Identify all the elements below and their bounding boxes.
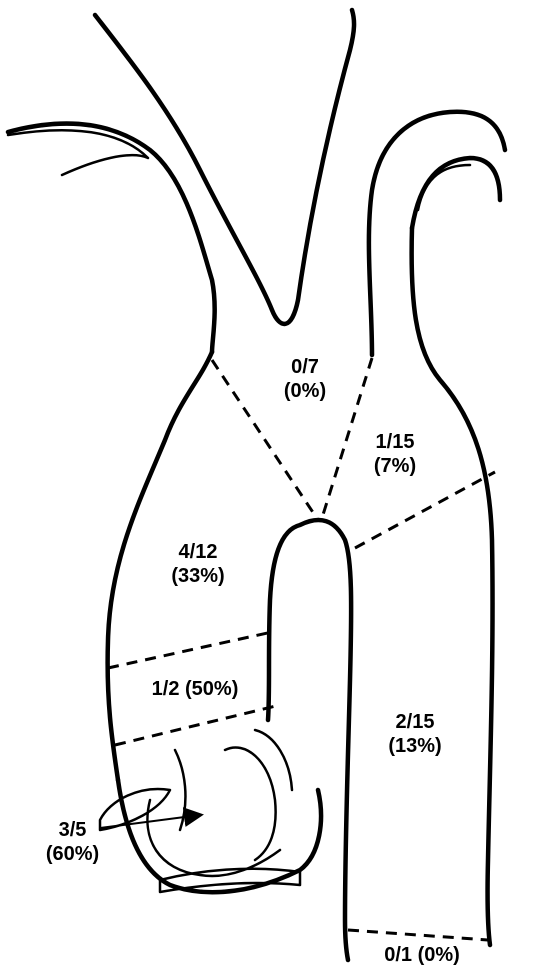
label-ascending-lower-zone: 1/2 (50%) [140,677,250,701]
root-arrow [100,815,200,828]
valve-leaflet-3 [225,747,276,860]
right-branch-inner-2 [418,165,470,210]
valve-leaflet-2 [147,800,280,876]
label-fraction: 1/15 [365,430,425,454]
label-fraction: 0/1 (0%) [372,943,472,967]
label-fraction: 0/7 [275,355,335,379]
right-branch-inner [412,158,500,228]
label-arch-zone: 1/15 (7%) [365,430,425,478]
divider-asc-lower-2 [115,705,280,745]
label-percent: (7%) [365,454,425,478]
descending-outer-wall [412,228,493,945]
label-fraction: 2/15 [380,710,450,734]
label-fraction: 4/12 [158,540,238,564]
label-ascending-upper-zone: 4/12 (33%) [158,540,238,588]
label-fraction: 3/5 [40,818,105,842]
right-branch-outer [369,112,505,355]
label-descending-zone: 2/15 (13%) [380,710,450,758]
label-brachiocephalic-zone: 0/7 (0%) [275,355,335,403]
label-percent: (60%) [40,842,105,866]
divider-right-arch [355,472,495,548]
divider-asc-lower-1 [108,632,272,668]
label-root-zone: 3/5 (60%) [40,818,105,866]
left-branch-inner [95,10,354,324]
label-distal-zone: 0/1 (0%) [372,943,472,967]
label-fraction: 1/2 (50%) [140,677,250,701]
label-percent: (0%) [275,379,335,403]
inner-arch-wall [268,520,351,960]
divider-distal [348,930,488,940]
label-percent: (33%) [158,564,238,588]
label-percent: (13%) [380,734,450,758]
